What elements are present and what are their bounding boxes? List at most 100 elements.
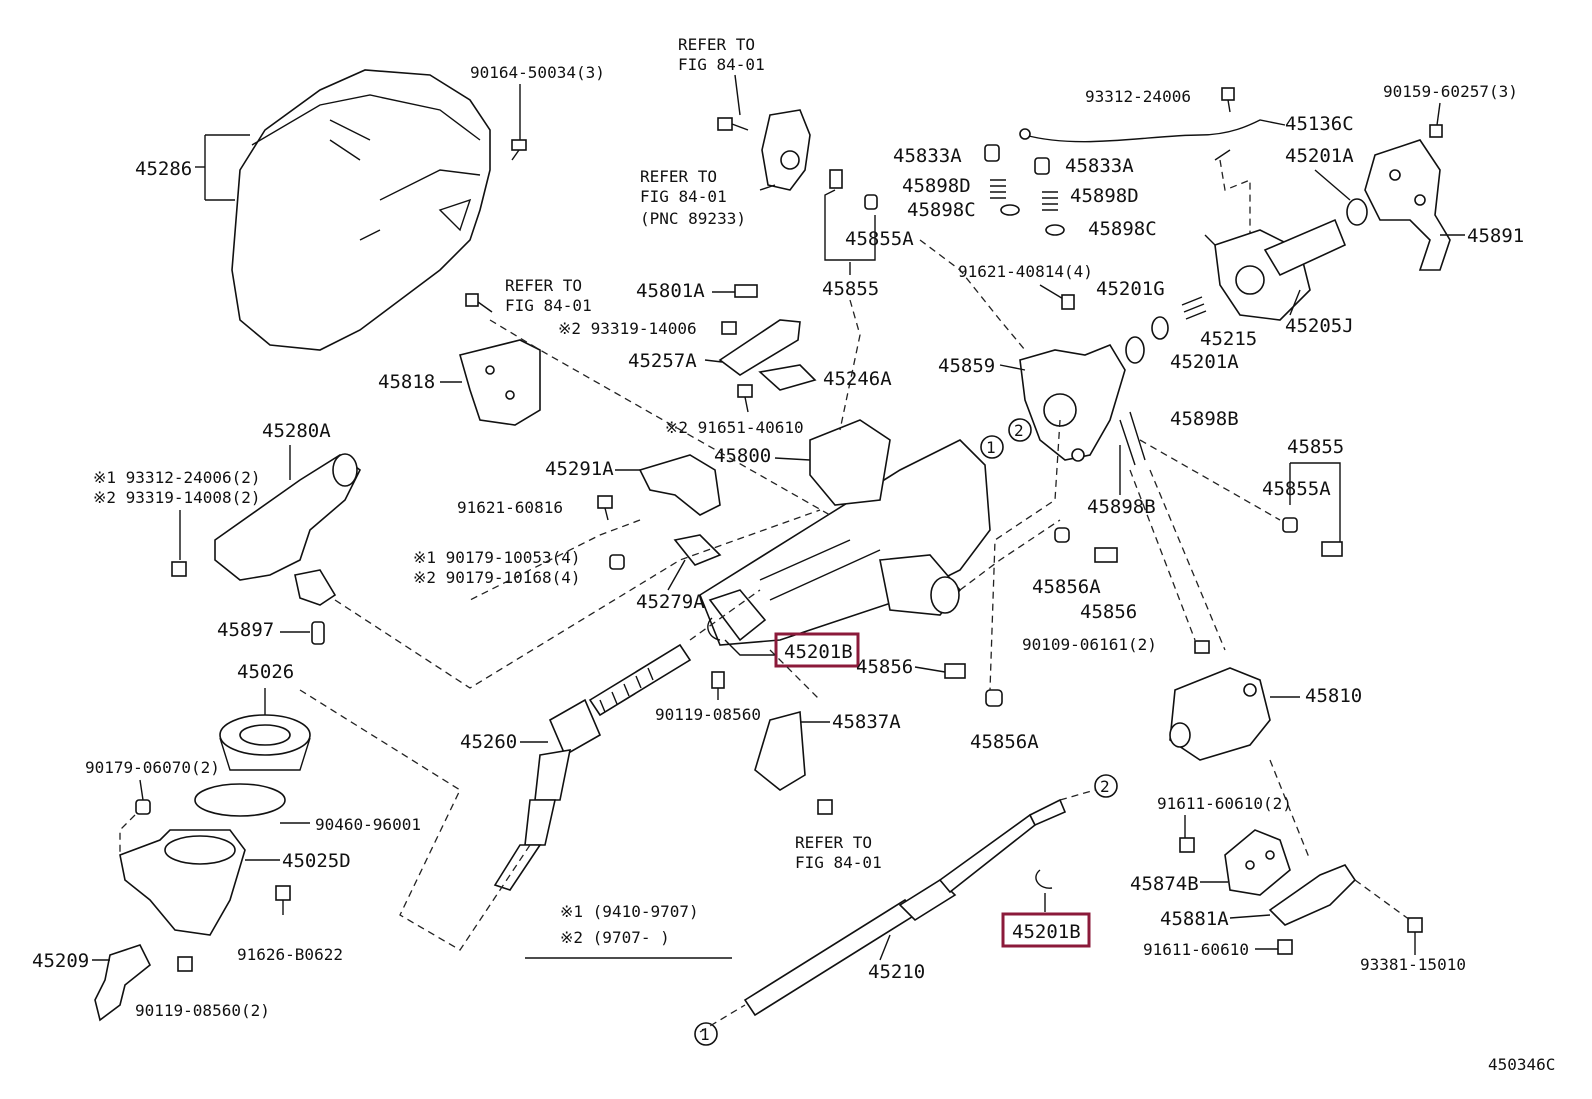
label-91611-60610: 91611-60610 xyxy=(1143,940,1249,959)
label-45201A-1: 45201A xyxy=(1285,145,1354,167)
dashed-guides xyxy=(119,239,1411,1033)
collar-icon xyxy=(864,194,878,210)
nut-icon xyxy=(609,554,625,570)
label-45898C-1: 45898C xyxy=(907,199,976,221)
cap-icon xyxy=(984,144,1000,162)
hole-cover-45025D[interactable] xyxy=(119,829,246,936)
tilt-lever-45891[interactable] xyxy=(1364,139,1451,271)
boot-45026[interactable] xyxy=(219,714,311,771)
lower-bracket-45280A[interactable] xyxy=(214,453,362,606)
label-93312-24006-2: ※1 93312-24006(2) xyxy=(93,468,261,487)
bolt-icon xyxy=(275,885,291,915)
spring-icon xyxy=(990,179,1006,199)
clip-45246A[interactable] xyxy=(758,364,817,391)
label-45855A-2: 45855A xyxy=(1262,478,1331,500)
refer-text-2c: (PNC 89233) xyxy=(640,209,746,228)
ignition-switch-bracket[interactable] xyxy=(761,109,811,191)
label-91651: ※2 91651-40610 xyxy=(665,418,804,437)
main-shaft-45210[interactable] xyxy=(743,798,1067,1017)
bolt-icon xyxy=(465,293,493,313)
label-45201B-1[interactable]: 45201B xyxy=(784,641,853,663)
label-91626: 91626-B0622 xyxy=(237,945,343,964)
label-93319-14008: ※2 93319-14008(2) xyxy=(93,488,261,507)
svg-text:1: 1 xyxy=(700,1025,710,1044)
label-90159: 90159-60257(3) xyxy=(1383,82,1518,101)
label-45210: 45210 xyxy=(868,961,925,983)
label-45855-2: 45855 xyxy=(1287,436,1344,458)
clamp-ring-90460[interactable] xyxy=(194,783,286,817)
label-45201B-2[interactable]: 45201B xyxy=(1012,921,1081,943)
column-cover-45286[interactable] xyxy=(231,69,491,351)
bracket-45818[interactable] xyxy=(459,339,541,426)
label-90179-10168: ※2 90179-10168(4) xyxy=(413,568,581,587)
label-45291A: 45291A xyxy=(545,458,614,480)
refer-text-3a: REFER TO xyxy=(505,276,582,295)
label-45801A: 45801A xyxy=(636,280,705,302)
bushing-45201B-2[interactable] xyxy=(1035,869,1053,889)
label-45818: 45818 xyxy=(378,371,435,393)
note-1: ※1 (9410-9707) xyxy=(560,902,699,921)
label-45025D: 45025D xyxy=(282,850,351,872)
bolt-icon xyxy=(1221,87,1235,113)
label-90460: 90460-96001 xyxy=(315,815,421,834)
lever-45257A[interactable] xyxy=(718,319,801,376)
collar-icon xyxy=(985,689,1003,707)
tilt-motor-45810[interactable] xyxy=(1169,667,1271,761)
label-45800: 45800 xyxy=(714,445,771,467)
label-45136C: 45136C xyxy=(1285,113,1354,135)
label-45859: 45859 xyxy=(938,355,995,377)
bolt-icon xyxy=(1179,837,1195,853)
nut-icon xyxy=(135,799,151,815)
label-45891: 45891 xyxy=(1467,225,1524,247)
label-45246A: 45246A xyxy=(823,368,892,390)
bolt-icon xyxy=(1194,640,1210,654)
bracket-45837A[interactable] xyxy=(754,710,806,791)
label-45898C-2: 45898C xyxy=(1088,218,1157,240)
intermediate-shaft-45260[interactable] xyxy=(493,643,692,891)
label-45209: 45209 xyxy=(32,950,89,972)
bolt-icon xyxy=(1429,124,1443,138)
label-93381: 93381-15010 xyxy=(1360,955,1466,974)
note-2: ※2 (9707- ) xyxy=(560,928,670,947)
label-45260: 45260 xyxy=(460,731,517,753)
refer-text-1b: FIG 84-01 xyxy=(678,55,765,74)
tilt-bracket-45859[interactable] xyxy=(1019,344,1126,462)
label-45898D-2: 45898D xyxy=(1070,185,1139,207)
bracket-45279A[interactable] xyxy=(673,534,722,566)
svg-text:2: 2 xyxy=(1014,421,1024,440)
label-93312-top: 93312-24006 xyxy=(1085,87,1191,106)
bushing-45201B[interactable] xyxy=(707,617,721,641)
bolt-icon xyxy=(1407,917,1423,933)
reference-circle-1-lower: 1 xyxy=(694,1022,718,1046)
bracket-45874B[interactable] xyxy=(1224,829,1291,896)
cap-icon xyxy=(1034,157,1050,175)
label-45881A: 45881A xyxy=(1160,908,1229,930)
tilt-steering-support-45205J[interactable] xyxy=(1214,218,1347,321)
clamp-45291A[interactable] xyxy=(638,454,721,516)
label-45856A-2: 45856A xyxy=(970,731,1039,753)
bolt-icon xyxy=(717,117,749,131)
svg-text:2: 2 xyxy=(1100,777,1110,796)
refer-text-1a: REFER TO xyxy=(678,35,755,54)
pin-icon xyxy=(712,284,758,298)
spring-icon xyxy=(1042,191,1058,211)
label-91621-60816: 91621-60816 xyxy=(457,498,563,517)
label-45897: 45897 xyxy=(217,619,274,641)
label-45898B-1: 45898B xyxy=(1170,408,1239,430)
label-91621-40814: 91621-40814(4) xyxy=(958,262,1093,281)
label-45898B-2: 45898B xyxy=(1087,496,1156,518)
label-90179-06070: 90179-06070(2) xyxy=(85,758,220,777)
bolt-icon xyxy=(171,561,187,577)
label-45026: 45026 xyxy=(237,661,294,683)
highlight-box-45201B-2 xyxy=(1001,912,1091,948)
label-45855A-1: 45855A xyxy=(845,228,914,250)
bushing-icon xyxy=(1346,198,1368,226)
bolt-icon xyxy=(511,139,527,161)
label-90109: 90109-06161(2) xyxy=(1022,635,1157,654)
label-45837A: 45837A xyxy=(832,711,901,733)
label-45205J: 45205J xyxy=(1285,315,1354,337)
bolt-icon xyxy=(737,384,753,413)
bolt-icon xyxy=(177,956,193,972)
steering-column-45800[interactable] xyxy=(699,419,991,646)
universal-joint-45209[interactable] xyxy=(94,944,152,1022)
